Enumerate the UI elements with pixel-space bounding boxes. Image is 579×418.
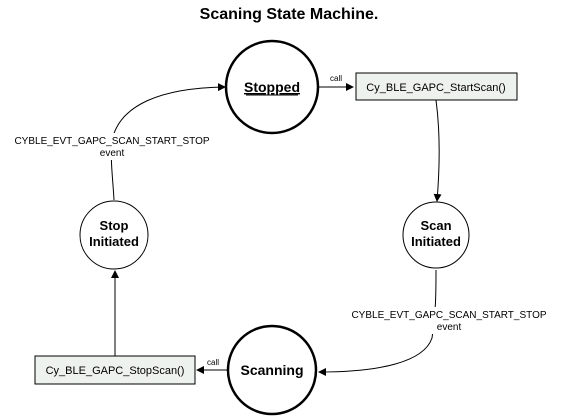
- event-label-left-line2: event: [100, 148, 125, 159]
- action-stop-scan: Cy_BLE_GAPC_StopScan(): [34, 355, 196, 385]
- state-scan-initiated-line2: Initiated: [411, 234, 461, 249]
- state-stop-initiated-line2: Initiated: [89, 234, 139, 249]
- event-label-right: CYBLE_EVT_GAPC_SCAN_START_STOP event: [343, 307, 555, 334]
- call-label-start: call: [330, 74, 342, 83]
- state-scanning: Scanning: [226, 324, 318, 416]
- event-label-right-line2: event: [437, 322, 462, 333]
- action-stop-scan-label: Cy_BLE_GAPC_StopScan(): [46, 365, 185, 377]
- state-stop-initiated-line1: Stop: [100, 218, 129, 233]
- state-stopped: Stopped: [224, 39, 320, 135]
- diagram-title: Scaning State Machine.: [200, 6, 379, 23]
- event-label-left: CYBLE_EVT_GAPC_SCAN_START_STOP event: [6, 133, 218, 160]
- action-start-scan-label: Cy_BLE_GAPC_StartScan(): [366, 82, 505, 94]
- call-label-stop: call: [207, 358, 219, 367]
- event-label-right-line1: CYBLE_EVT_GAPC_SCAN_START_STOP: [351, 310, 546, 321]
- edge-scan-initiated-to-scanning: [318, 269, 437, 376]
- state-scanning-label: Scanning: [240, 362, 303, 378]
- action-start-scan: Cy_BLE_GAPC_StartScan(): [355, 72, 518, 101]
- edge-startscan-to-scan-initiated: [433, 99, 442, 202]
- edge-stop-initiated-to-stopped: [110, 83, 226, 201]
- state-stop-initiated: Stop Initiated: [79, 200, 149, 270]
- state-scan-initiated: Scan Initiated: [402, 201, 470, 269]
- state-stopped-label: Stopped: [244, 79, 300, 95]
- state-scan-initiated-line1: Scan: [420, 218, 451, 233]
- event-label-left-line1: CYBLE_EVT_GAPC_SCAN_START_STOP: [14, 136, 209, 147]
